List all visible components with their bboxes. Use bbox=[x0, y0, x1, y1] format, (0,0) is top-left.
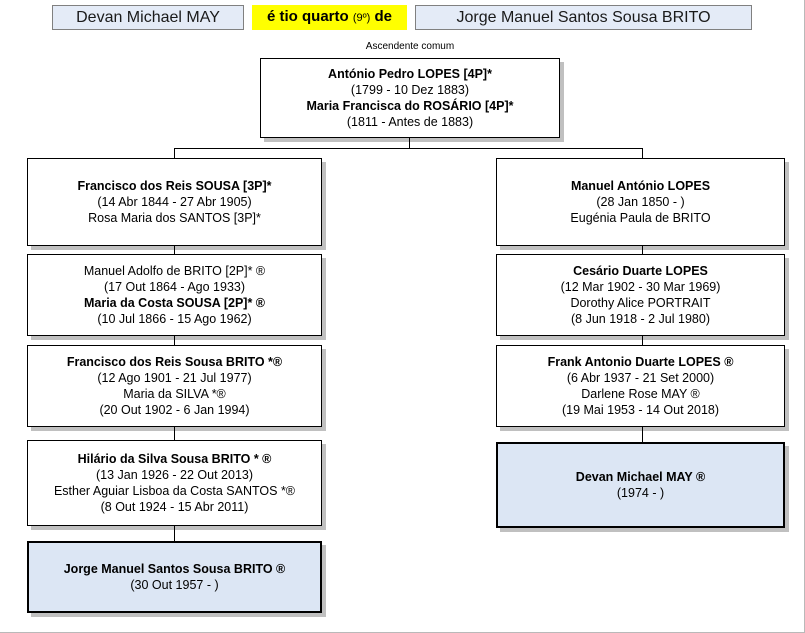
person-dates-spouse: (19 Mai 1953 - 14 Out 2018) bbox=[561, 403, 720, 417]
person-dates-primary: (12 Ago 1901 - 21 Jul 1977) bbox=[97, 371, 252, 385]
left-person-box-4[interactable]: Hilário da Silva Sousa BRITO * ® (13 Jan… bbox=[27, 440, 322, 526]
connector-left-2-3 bbox=[174, 336, 175, 345]
common-ancestor-caption-label: Ascendente comum bbox=[365, 41, 455, 52]
person-name-primary: Manuel António LOPES bbox=[570, 179, 711, 193]
connector-left-1-2 bbox=[174, 246, 175, 254]
person-dates-spouse: (1811 - Antes de 1883) bbox=[346, 115, 474, 129]
right-person-box-4-focus[interactable]: Devan Michael MAY ® (1974 - ) bbox=[496, 442, 785, 528]
person-name-spouse: Maria da Costa SOUSA [2P]* ® bbox=[83, 296, 265, 310]
right-person-box-2[interactable]: Cesário Duarte LOPES (12 Mar 1902 - 30 M… bbox=[496, 254, 785, 336]
person-name-primary: Hilário da Silva Sousa BRITO * ® bbox=[77, 452, 272, 466]
connector-right-3-4 bbox=[642, 427, 643, 442]
connector-left-branch-drop bbox=[174, 148, 175, 158]
header-relationship-label: é tio quarto bbox=[267, 8, 349, 25]
person-name-spouse: Dorothy Alice PORTRAIT bbox=[570, 296, 711, 310]
connector-left-3-4 bbox=[174, 427, 175, 440]
person-dates-spouse: (8 Jun 1918 - 2 Jul 1980) bbox=[571, 312, 710, 326]
header-relationship-suffix: de bbox=[374, 8, 392, 25]
person-name-spouse: Darlene Rose MAY ® bbox=[581, 387, 700, 401]
header-relationship-badge: é tio quarto (9º) de bbox=[252, 5, 407, 30]
person-name-primary: Jorge Manuel Santos Sousa BRITO ® bbox=[63, 562, 286, 576]
person-name-primary: Francisco dos Reis Sousa BRITO *® bbox=[66, 355, 283, 369]
person-dates-primary: (6 Abr 1937 - 21 Set 2000) bbox=[566, 371, 715, 385]
left-person-box-5-focus[interactable]: Jorge Manuel Santos Sousa BRITO ® (30 Ou… bbox=[27, 541, 322, 613]
person-dates-primary: (12 Mar 1902 - 30 Mar 1969) bbox=[560, 280, 721, 294]
person-name-primary: Francisco dos Reis SOUSA [3P]* bbox=[77, 179, 272, 193]
connector-right-1-2 bbox=[642, 246, 643, 254]
person-name-spouse: Maria Francisca do ROSÁRIO [4P]* bbox=[306, 99, 514, 113]
person-dates-spouse: (8 Out 1924 - 15 Abr 2011) bbox=[100, 500, 249, 514]
person-name-spouse: Maria da SILVA *® bbox=[123, 387, 226, 401]
connector-ancestor-stem bbox=[409, 138, 410, 149]
header-relationship-ordinal: (9º) bbox=[352, 12, 371, 24]
person-dates-primary: (17 Out 1864 - Ago 1933) bbox=[103, 280, 246, 294]
person-dates-primary: (14 Abr 1844 - 27 Abr 1905) bbox=[97, 195, 252, 209]
person-dates-primary: (1799 - 10 Dez 1883) bbox=[350, 83, 470, 97]
left-person-box-1[interactable]: Francisco dos Reis SOUSA [3P]* (14 Abr 1… bbox=[27, 158, 322, 246]
header-person-left-label: Devan Michael MAY bbox=[76, 9, 220, 26]
person-dates-spouse: (10 Jul 1866 - 15 Ago 1962) bbox=[97, 312, 252, 326]
person-name-primary: Manuel Adolfo de BRITO [2P]* ® bbox=[83, 264, 266, 278]
person-name-spouse: Rosa Maria dos SANTOS [3P]* bbox=[88, 211, 261, 225]
person-name-spouse: Eugénia Paula de BRITO bbox=[570, 211, 711, 225]
person-dates-primary: (30 Out 1957 - ) bbox=[130, 578, 219, 592]
person-dates-primary: (1974 - ) bbox=[616, 486, 665, 500]
connector-right-branch-drop bbox=[642, 148, 643, 158]
common-ancestor-caption: Ascendente comum bbox=[260, 41, 560, 53]
header-person-right-label: Jorge Manuel Santos Sousa BRITO bbox=[456, 9, 711, 26]
person-name-primary: António Pedro LOPES [4P]* bbox=[328, 67, 492, 81]
left-person-box-2[interactable]: Manuel Adolfo de BRITO [2P]* ® (17 Out 1… bbox=[27, 254, 322, 336]
header-person-right-box[interactable]: Jorge Manuel Santos Sousa BRITO bbox=[415, 5, 752, 30]
person-name-primary: Devan Michael MAY ® bbox=[575, 470, 706, 484]
left-person-box-3[interactable]: Francisco dos Reis Sousa BRITO *® (12 Ag… bbox=[27, 345, 322, 427]
header-person-left-box[interactable]: Devan Michael MAY bbox=[52, 5, 244, 30]
right-person-box-1[interactable]: Manuel António LOPES (28 Jan 1850 - ) Eu… bbox=[496, 158, 785, 246]
person-name-primary: Cesário Duarte LOPES bbox=[573, 264, 708, 278]
person-dates-primary: (28 Jan 1850 - ) bbox=[596, 195, 685, 209]
person-dates-spouse: (20 Out 1902 - 6 Jan 1994) bbox=[99, 403, 250, 417]
person-name-primary: Frank Antonio Duarte LOPES ® bbox=[547, 355, 734, 369]
common-ancestor-box[interactable]: António Pedro LOPES [4P]* (1799 - 10 Dez… bbox=[260, 58, 560, 138]
right-person-box-3[interactable]: Frank Antonio Duarte LOPES ® (6 Abr 1937… bbox=[496, 345, 785, 427]
person-name-spouse: Esther Aguiar Lisboa da Costa SANTOS *® bbox=[53, 484, 296, 498]
connector-right-2-3 bbox=[642, 336, 643, 345]
person-dates-primary: (13 Jan 1926 - 22 Out 2013) bbox=[95, 468, 254, 482]
connector-ancestor-crossbar bbox=[174, 148, 643, 149]
connector-left-4-5 bbox=[174, 526, 175, 541]
